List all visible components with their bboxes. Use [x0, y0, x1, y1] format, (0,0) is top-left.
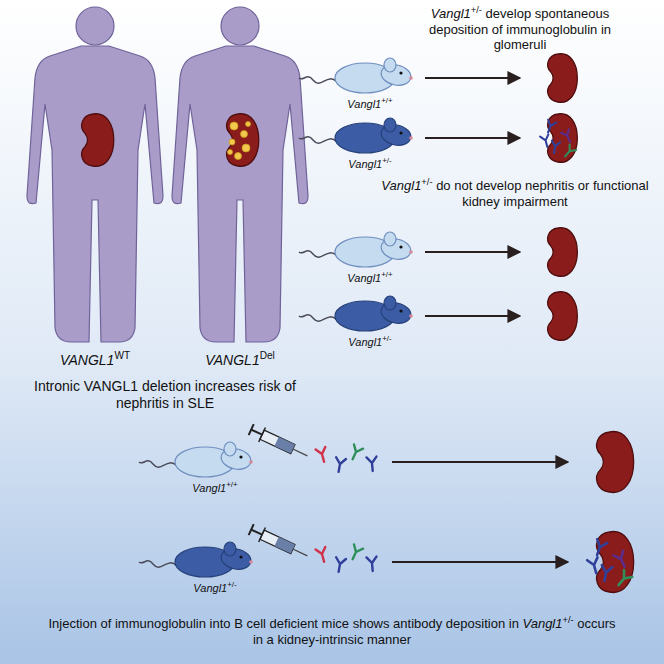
antibody: [562, 145, 576, 160]
syringe: [248, 422, 311, 463]
antibody: [613, 551, 629, 569]
kidney-cyst: [230, 122, 238, 130]
mouse-heterozygous: [139, 542, 253, 577]
mouse-heterozygous: [299, 118, 413, 153]
arrow: [425, 315, 520, 317]
kidney-cyst: [241, 131, 248, 138]
caption-text: VANGL1Del: [180, 352, 300, 369]
human-kidney: [227, 114, 259, 167]
caption-text: Vangl1+/- do not develop nephritis or fu…: [380, 178, 650, 209]
human-kidney: [82, 114, 114, 167]
genotype-label: Vangl1+/-: [325, 158, 415, 171]
kidney: [548, 228, 578, 277]
arrow: [392, 461, 568, 463]
mouse-wildtype: [139, 442, 253, 477]
antibody: [334, 557, 346, 573]
caption-text: Intronic VANGL1 deletion increases risk …: [15, 378, 315, 412]
kidney-cyst: [246, 122, 251, 127]
kidney-cyst: [228, 150, 233, 155]
mouse-wildtype: [299, 232, 413, 267]
antibody: [366, 557, 377, 572]
caption-text: Vangl1+/- develop spontaneous deposition…: [402, 6, 638, 53]
antibody: [540, 134, 551, 148]
kidney-with-deposits: [548, 114, 578, 163]
antibody: [561, 129, 574, 143]
caption-text: VANGL1WT: [35, 352, 155, 369]
kidney-cyst: [242, 144, 250, 152]
kidney-with-deposits: [597, 532, 634, 593]
arrow: [425, 251, 520, 253]
antibody: [599, 565, 612, 582]
arrow: [425, 137, 520, 139]
caption-text: Injection of immunoglobulin into B cell …: [42, 616, 622, 647]
kidney-cyst: [235, 153, 242, 160]
kidney: [548, 292, 578, 341]
kidney: [597, 432, 634, 493]
antibody: [544, 120, 556, 134]
antibody: [334, 457, 346, 473]
antibody: [348, 444, 363, 461]
mouse-wildtype: [299, 58, 413, 93]
antibody: [550, 141, 561, 154]
genotype-label: Vangl1+/-: [170, 582, 260, 595]
antibody: [614, 570, 632, 588]
antibody: [366, 457, 377, 472]
human-figure: [27, 7, 163, 342]
arrow: [392, 561, 568, 563]
antibody: [592, 539, 607, 557]
genotype-label: Vangl1+/-: [325, 336, 415, 349]
human-figure: [172, 7, 308, 342]
mouse-heterozygous: [299, 296, 413, 331]
syringe: [248, 522, 311, 563]
antibody: [316, 547, 329, 563]
kidney-cyst: [229, 139, 235, 145]
genotype-label: Vangl1+/+: [325, 272, 415, 285]
kidney: [548, 54, 578, 103]
genotype-label: Vangl1+/+: [325, 98, 415, 111]
genotype-label: Vangl1+/+: [170, 482, 260, 495]
antibody: [316, 447, 329, 463]
antibody: [348, 544, 363, 561]
arrow: [425, 77, 520, 79]
antibody: [587, 557, 601, 574]
